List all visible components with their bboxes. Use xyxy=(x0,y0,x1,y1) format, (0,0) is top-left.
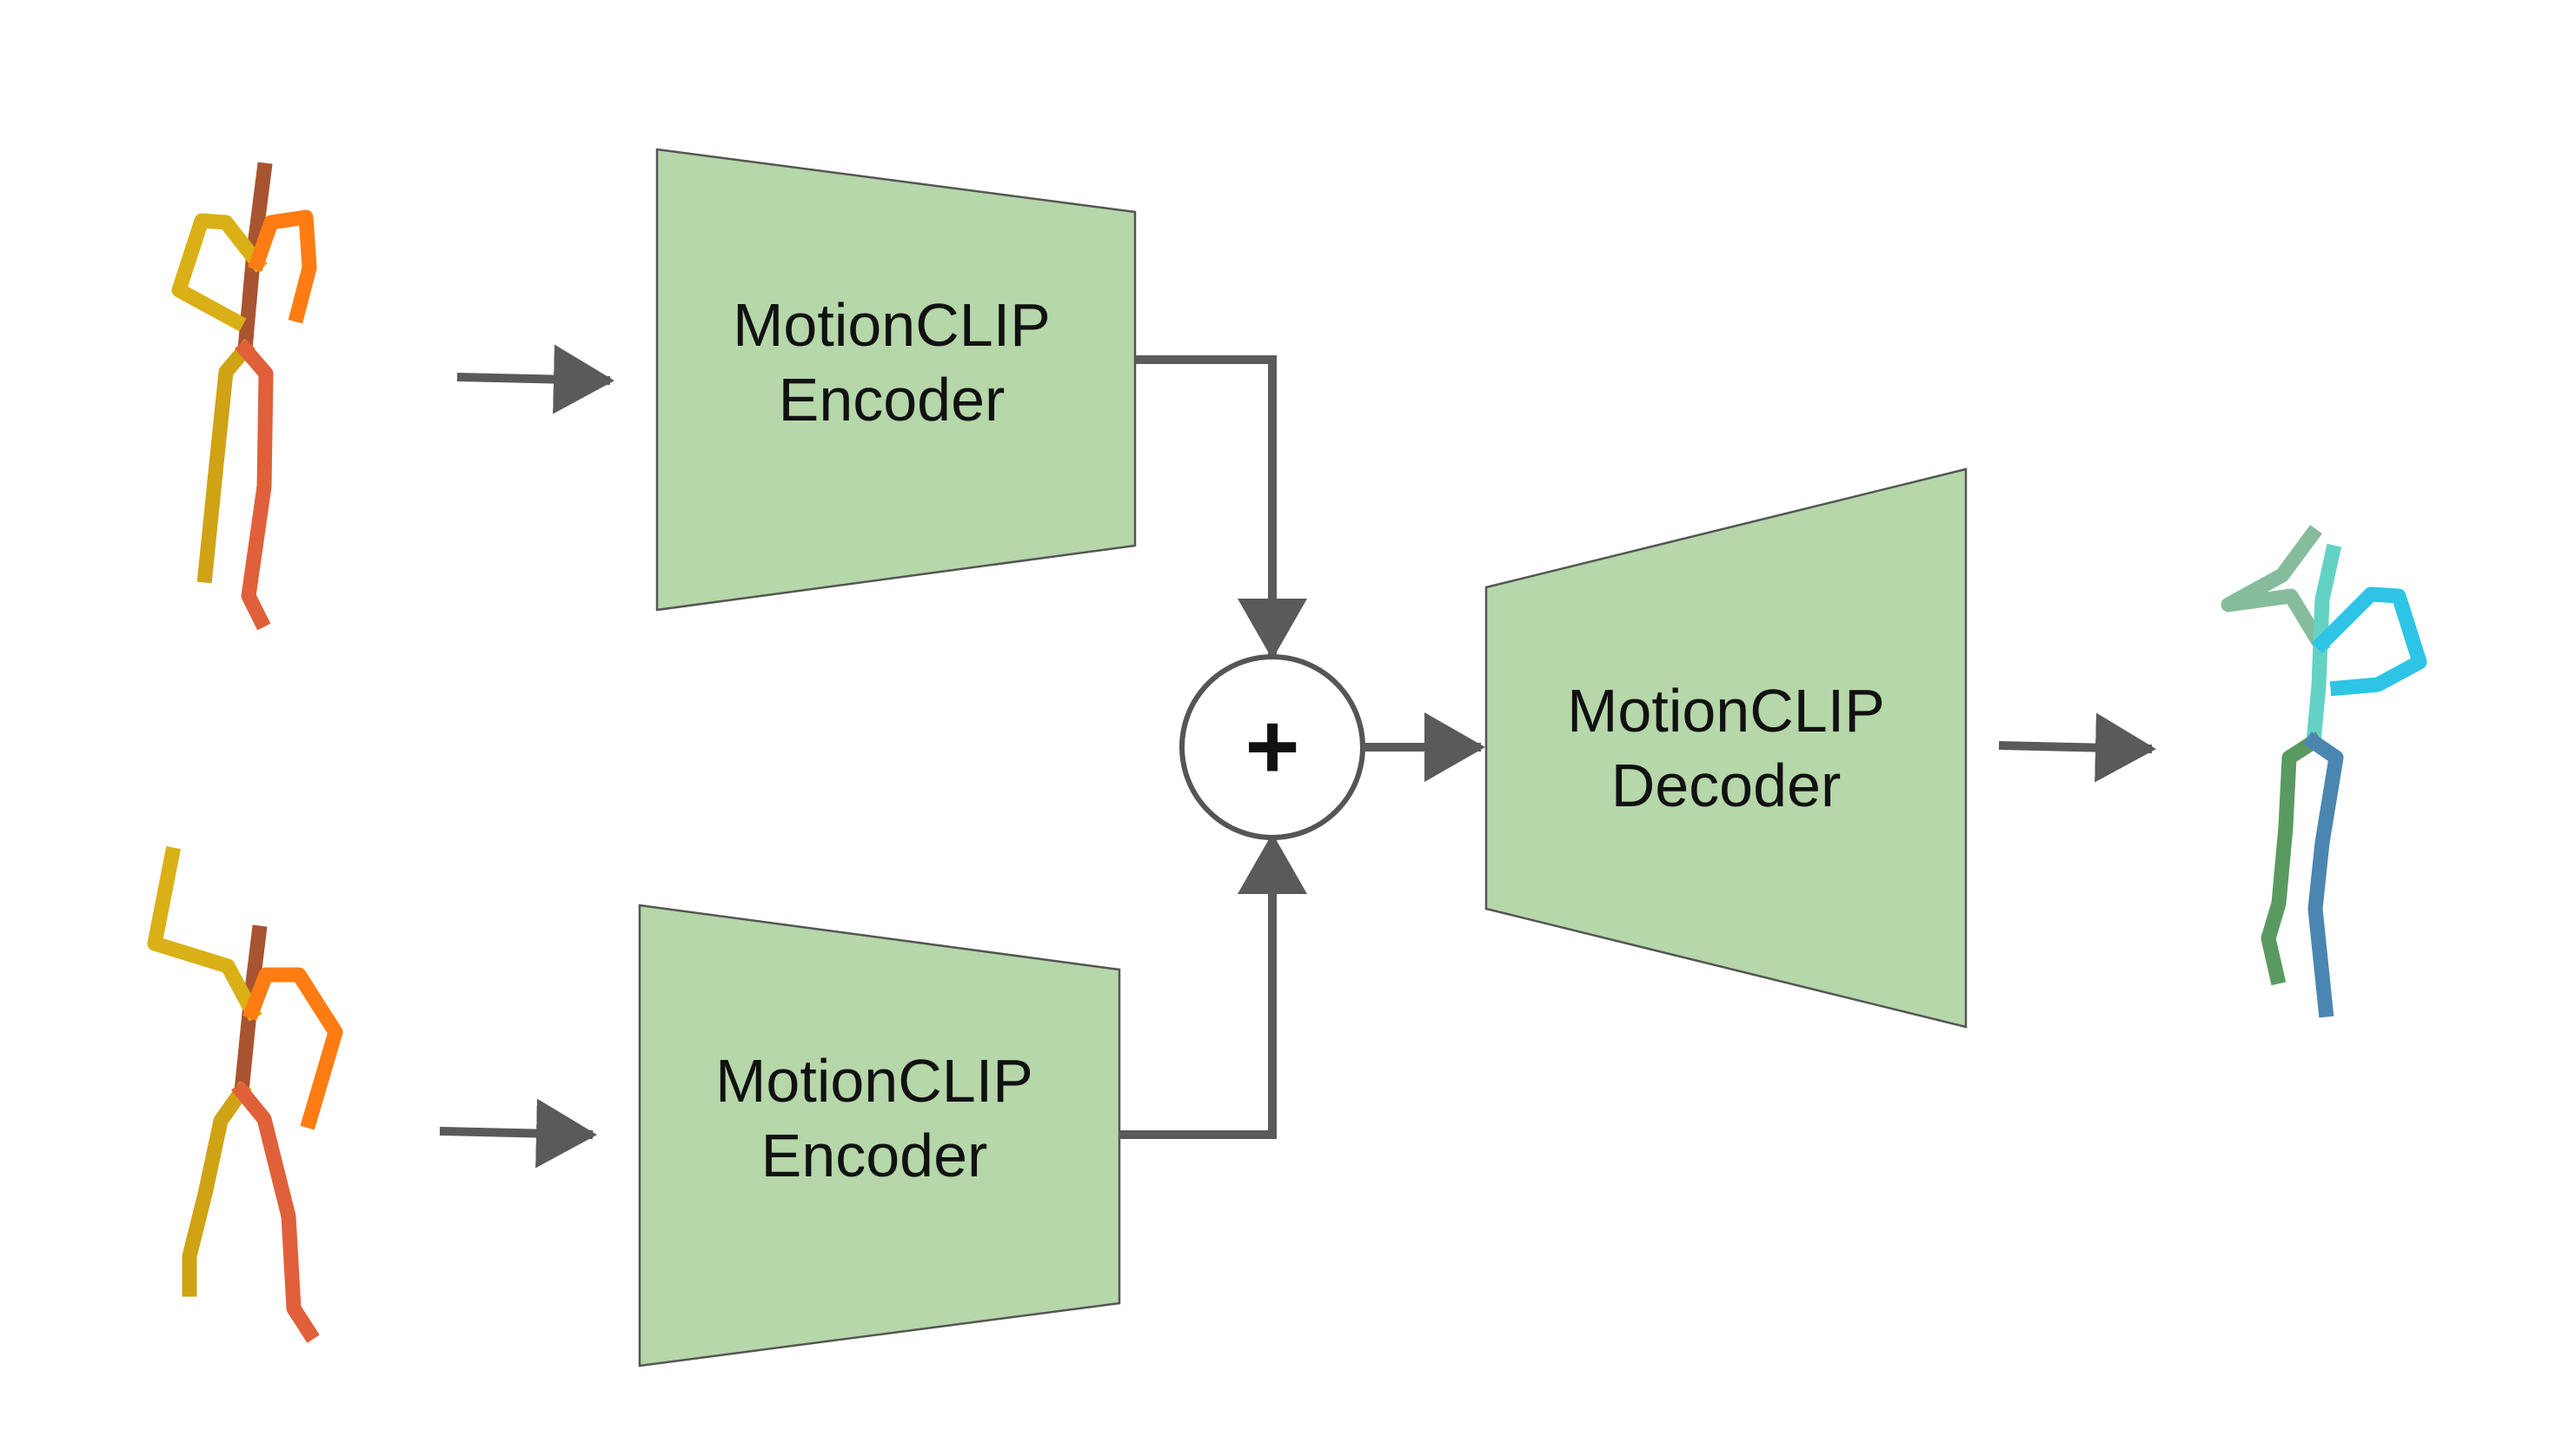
encoder-title: MotionCLIP xyxy=(733,291,1051,359)
encoder-subtitle: Encoder xyxy=(779,366,1006,434)
skeleton-leg-right xyxy=(2303,732,2344,1018)
skeleton-arm-right xyxy=(248,209,317,324)
skeleton-arm-left xyxy=(147,846,262,1022)
input-skeleton-bottom xyxy=(147,846,343,1343)
connector-encoder-bottom-to-sum xyxy=(1119,833,1307,1139)
input-skeleton-top xyxy=(171,162,317,631)
arrow-output xyxy=(1998,712,2156,783)
connector-encoder-top-to-sum xyxy=(1135,355,1307,659)
output-skeleton xyxy=(2221,525,2427,1018)
skeleton-leg-right xyxy=(231,1081,320,1343)
encoder-shape xyxy=(655,148,1137,612)
decoder-block: MotionCLIP Decoder xyxy=(1484,467,1968,1029)
encoder-shape xyxy=(638,904,1121,1367)
arrow-input-bottom xyxy=(439,1098,597,1169)
skeleton-leg-left xyxy=(2261,732,2324,986)
skeleton-leg-right xyxy=(235,339,274,631)
encoder-block-top: MotionCLIP Encoder xyxy=(655,148,1137,612)
decoder-shape xyxy=(1484,467,1968,1029)
arrow-input-top xyxy=(456,344,614,414)
decoder-subtitle: Decoder xyxy=(1611,752,1842,819)
encoder-subtitle: Encoder xyxy=(761,1122,988,1189)
encoder-block-bottom: MotionCLIP Encoder xyxy=(638,904,1121,1367)
skeleton-arm-right xyxy=(2311,586,2427,697)
skeleton-leg-left xyxy=(196,339,256,584)
sum-node: + xyxy=(1179,654,1365,840)
skeleton-arm-right xyxy=(242,967,343,1130)
skeleton-arm-left xyxy=(2221,525,2331,655)
decoder-title: MotionCLIP xyxy=(1567,677,1885,745)
skeleton-arm-left xyxy=(171,213,268,332)
skeleton-leg-left xyxy=(182,1081,252,1297)
encoder-title: MotionCLIP xyxy=(715,1047,1033,1115)
plus-symbol: + xyxy=(1245,693,1299,798)
